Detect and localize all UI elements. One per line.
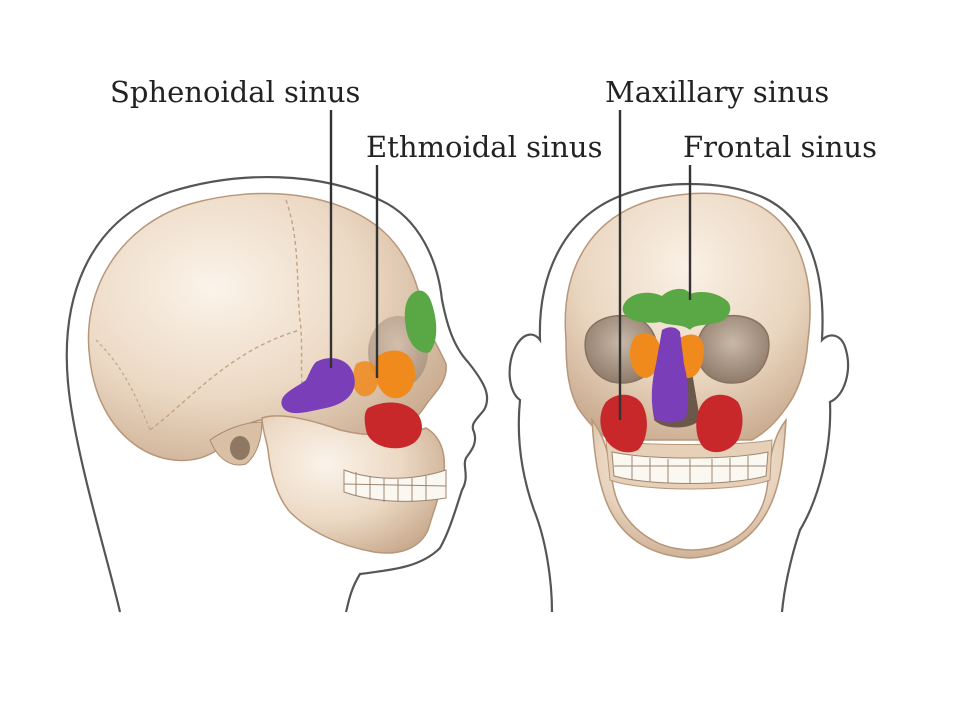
lateral-maxillary-sinus (364, 402, 422, 449)
lateral-teeth (343, 469, 447, 502)
frontal-maxillary-sinus-right (696, 394, 743, 453)
frontal-sinus-label: Frontal sinus (683, 130, 877, 164)
frontal-frontal-sinus (622, 288, 731, 330)
lateral-ethmoidal-sinus (375, 350, 416, 399)
lateral-sphenoidal-sinus (281, 358, 355, 414)
frontal-right-orbit (696, 315, 770, 384)
lateral-skull (87, 192, 447, 462)
frontal-ethmoidal-sinus-left (630, 333, 661, 378)
frontal-teeth (611, 451, 769, 484)
leader-lines (329, 110, 692, 420)
maxillary-sinus-label: Maxillary sinus (605, 75, 829, 109)
lateral-frontal-sinus (404, 290, 437, 353)
frontal-view (508, 182, 850, 613)
sphenoidal-sinus-label: Sphenoidal sinus (110, 75, 360, 109)
frontal-maxillary-sinus-left (600, 394, 647, 453)
lateral-head-outline (65, 175, 489, 613)
frontal-sphenoidal-sinus (651, 327, 689, 423)
ethmoidal-sinus-label: Ethmoidal sinus (366, 130, 602, 164)
lateral-view (65, 175, 489, 613)
frontal-jaw (591, 417, 787, 559)
